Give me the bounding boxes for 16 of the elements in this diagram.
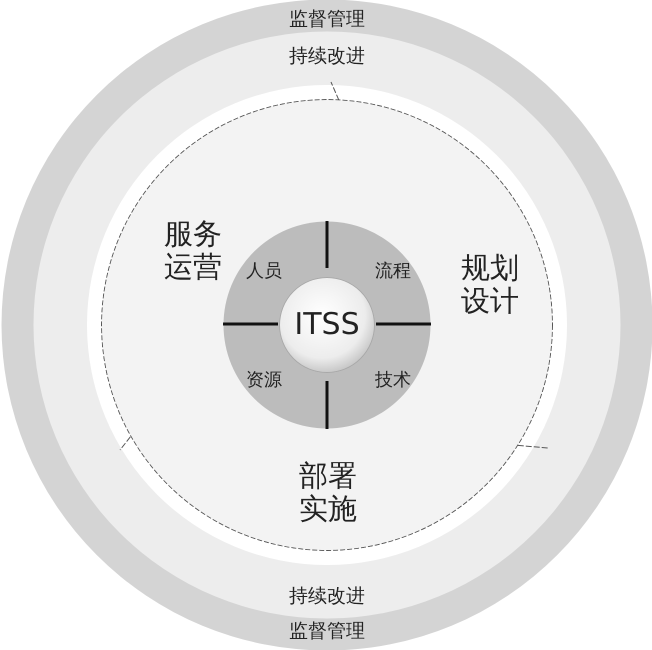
- zone-label: 部署实施: [298, 460, 358, 526]
- element-label: 人员: [246, 262, 282, 282]
- inner-ring: [33, 31, 621, 619]
- lifecycle-circle: [101, 99, 553, 551]
- element-ring: [223, 221, 431, 429]
- ring-label: 监督管理: [289, 621, 365, 643]
- element-label: 资源: [246, 370, 282, 392]
- ring-label: 监督管理: [289, 9, 365, 31]
- center-circle: [279, 277, 375, 373]
- center-label: ITSS: [294, 308, 360, 342]
- zone-label: 服务运营: [163, 218, 223, 284]
- element-label: 流程: [375, 262, 411, 282]
- element-label: 技术: [375, 370, 411, 392]
- zone-label: 规划设计: [460, 252, 520, 318]
- ring-label: 持续改进: [289, 586, 365, 608]
- ring-label: 持续改进: [289, 46, 365, 68]
